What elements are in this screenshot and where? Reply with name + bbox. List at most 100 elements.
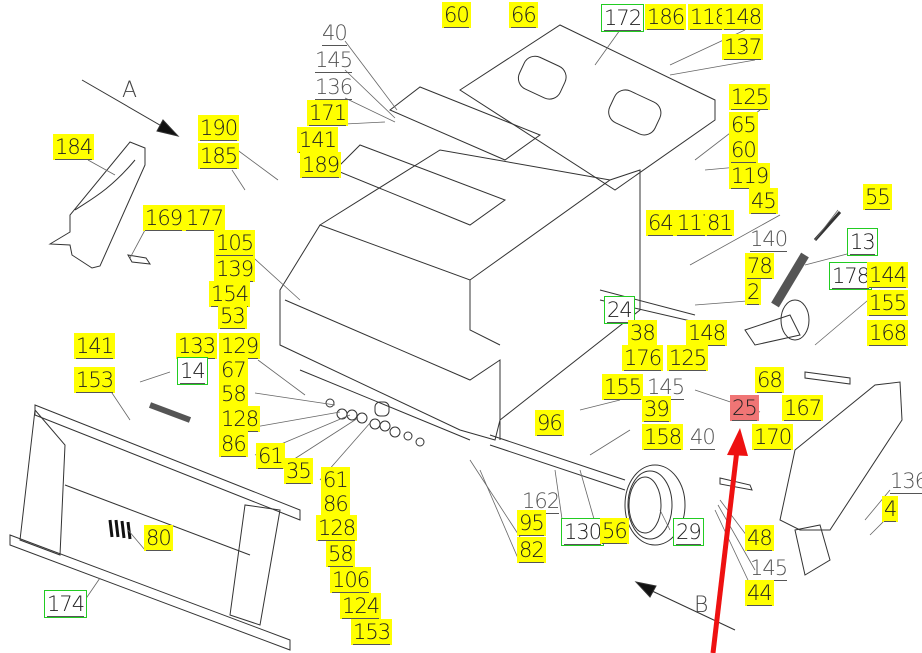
callout-number: 96 <box>537 411 563 436</box>
callout-number: 105 <box>216 231 254 256</box>
callout-number: 81 <box>707 211 733 236</box>
callout-number: 184 <box>55 135 93 160</box>
callout-number: 56 <box>602 519 628 544</box>
callout-number: 130 <box>564 520 602 545</box>
callout-number: 158 <box>644 425 682 450</box>
red-annotation-arrow <box>710 449 740 653</box>
callout-56: 56 <box>600 518 629 544</box>
callout-48: 48 <box>745 525 774 551</box>
callout-82: 82 <box>517 537 546 563</box>
callout-number: 95 <box>519 511 545 536</box>
washer-stack <box>325 398 425 447</box>
callout-167: 167 <box>782 395 824 421</box>
pulley-178 <box>780 299 810 341</box>
callout-4: 4 <box>882 496 899 522</box>
callout-number: 162 <box>522 489 560 514</box>
callout-40: 40 <box>688 424 717 450</box>
callout-number: 141 <box>299 128 337 153</box>
callout-168: 168 <box>867 320 909 346</box>
callout-39: 39 <box>642 396 671 422</box>
callout-148: 148 <box>686 320 728 346</box>
callout-174: 174 <box>44 590 88 618</box>
shaft-24 <box>599 289 696 316</box>
callout-128: 128 <box>316 515 358 541</box>
callout-81: 81 <box>705 210 734 236</box>
callout-171: 171 <box>307 100 349 126</box>
callout-60: 60 <box>442 2 471 28</box>
callout-number: 119 <box>731 164 769 189</box>
callout-145: 145 <box>313 47 354 73</box>
callout-144: 144 <box>867 262 909 288</box>
callout-140: 140 <box>748 226 789 252</box>
callout-14: 14 <box>177 357 208 385</box>
callout-number: 186 <box>647 5 685 30</box>
callout-number: 24 <box>607 298 633 323</box>
callout-177: 177 <box>184 205 226 231</box>
callout-number: 133 <box>178 334 216 359</box>
callout-86: 86 <box>219 431 248 457</box>
callout-number: 125 <box>731 85 769 110</box>
callout-136: 136 <box>313 74 354 100</box>
callout-number: 155 <box>604 375 642 400</box>
callout-number: 148 <box>688 321 726 346</box>
shield-167 <box>779 381 903 531</box>
callout-155: 155 <box>867 290 909 316</box>
callout-number: 60 <box>444 3 470 28</box>
callout-68: 68 <box>755 367 784 393</box>
callout-45: 45 <box>749 188 778 214</box>
callout-number: 82 <box>519 538 545 563</box>
callout-number: 190 <box>200 116 238 141</box>
callout-176: 176 <box>622 345 664 371</box>
callout-number: 65 <box>731 113 757 138</box>
callout-number: 128 <box>221 407 259 432</box>
callout-number: 61 <box>258 444 284 469</box>
callout-number: 38 <box>630 321 656 346</box>
callout-155: 155 <box>602 374 644 400</box>
callout-185: 185 <box>198 143 240 169</box>
callout-128: 128 <box>219 406 261 432</box>
callout-153: 153 <box>351 619 393 645</box>
bracket-168 <box>804 371 851 385</box>
callout-number: 172 <box>604 6 642 31</box>
callout-186: 186 <box>645 4 687 30</box>
lever-170 <box>719 477 753 491</box>
callout-number: 67 <box>221 358 247 383</box>
callout-number: 40 <box>690 425 716 450</box>
callout-96: 96 <box>535 410 564 436</box>
callout-184: 184 <box>53 134 95 160</box>
callout-13: 13 <box>847 228 878 256</box>
callout-number: 106 <box>332 568 370 593</box>
main-frame <box>279 169 641 441</box>
callout-139: 139 <box>214 256 256 282</box>
callout-number: 171 <box>309 101 347 126</box>
callout-number: 86 <box>221 432 247 457</box>
callout-number: 39 <box>644 397 670 422</box>
callout-86: 86 <box>321 491 350 517</box>
callout-number: 145 <box>750 556 788 581</box>
callout-40: 40 <box>320 20 349 46</box>
callout-153: 153 <box>74 367 116 393</box>
callout-number: 145 <box>647 375 685 400</box>
callout-number: 78 <box>747 254 773 279</box>
callout-137: 137 <box>722 34 764 60</box>
callout-number: 177 <box>186 206 224 231</box>
callout-number: 58 <box>328 542 354 567</box>
callout-133: 133 <box>176 333 218 359</box>
top-plate-172 <box>459 24 716 191</box>
callout-number: 2 <box>747 280 760 305</box>
callout-61: 61 <box>256 443 285 469</box>
callout-78: 78 <box>745 253 774 279</box>
spring-14 <box>148 402 192 423</box>
callout-number: 144 <box>869 263 907 288</box>
view-label-a: A <box>122 78 138 103</box>
callout-178: 178 <box>829 262 873 290</box>
callout-162: 162 <box>520 488 561 514</box>
callout-number: 185 <box>200 144 238 169</box>
callout-number: 68 <box>757 368 783 393</box>
callout-169: 169 <box>143 205 185 231</box>
callout-95: 95 <box>517 510 546 536</box>
callout-number: 48 <box>747 526 773 551</box>
callout-106: 106 <box>330 567 372 593</box>
callout-141: 141 <box>74 333 116 359</box>
